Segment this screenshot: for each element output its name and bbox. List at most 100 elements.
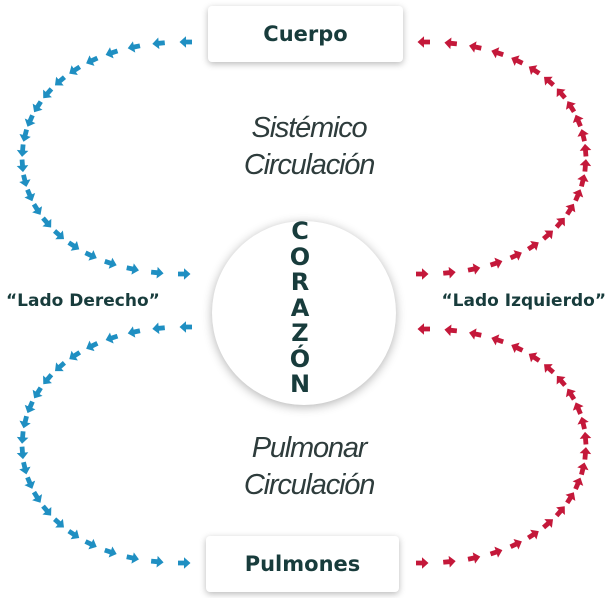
flow-arrow	[104, 546, 117, 558]
flow-arrow	[16, 431, 29, 444]
flow-arrow	[491, 334, 504, 346]
flow-arrow	[24, 114, 36, 127]
flow-arrow	[467, 552, 481, 564]
flow-arrow	[16, 159, 29, 173]
flow-arrow	[53, 517, 64, 528]
flow-arrow	[442, 555, 456, 568]
flow-arrow	[565, 203, 576, 216]
flow-arrow	[572, 477, 584, 491]
flow-arrow	[152, 37, 166, 50]
flow-arrow	[543, 76, 556, 87]
flow-arrow	[19, 461, 31, 475]
heart-letter: N	[289, 370, 311, 398]
flow-arrow	[511, 55, 524, 66]
flow-arrow	[105, 47, 119, 59]
flow-arrow	[417, 36, 431, 48]
systemic-line-1: Sistémico	[251, 112, 368, 144]
flow-arrow	[577, 174, 589, 188]
heart-letter: A	[290, 293, 310, 322]
flow-arrow	[511, 342, 524, 354]
flow-arrow	[179, 36, 193, 48]
flow-arrow	[32, 100, 43, 113]
body-node: Cuerpo	[208, 6, 403, 62]
flow-arrow	[554, 506, 565, 518]
flow-arrow	[579, 143, 592, 157]
heart-letter: R	[290, 268, 310, 296]
flow-arrow	[577, 129, 589, 142]
flow-arrow	[24, 400, 36, 414]
flow-arrow	[469, 328, 482, 340]
flow-arrow	[16, 446, 29, 460]
flow-arrow	[55, 361, 66, 372]
flow-arrow	[86, 340, 99, 352]
flow-arrow	[177, 268, 191, 280]
flow-arrow	[565, 101, 577, 114]
heart-letter: O	[289, 242, 311, 271]
flow-arrow	[43, 87, 54, 99]
flow-arrow	[32, 386, 43, 399]
flow-arrow	[579, 431, 592, 445]
flow-arrow	[541, 230, 554, 241]
flow-arrow	[24, 476, 36, 489]
flow-arrow	[444, 37, 458, 50]
flow-arrow	[489, 257, 503, 269]
flow-arrow	[52, 229, 65, 240]
heart-circle	[212, 221, 396, 405]
flow-arrow	[16, 144, 29, 157]
flow-arrow	[127, 41, 141, 53]
flow-arrow	[572, 189, 584, 202]
systemic-line-2: Circulación	[243, 149, 375, 181]
flow-arrow	[489, 546, 503, 558]
flow-arrow	[19, 415, 31, 429]
systemic-circulation-label: Sistémico Circulación	[189, 110, 429, 184]
flow-arrow	[41, 216, 52, 228]
flow-arrow	[43, 373, 54, 385]
flow-arrow	[41, 504, 52, 516]
pulmonary-circulation-label: Pulmonar Circulación	[189, 430, 429, 504]
flow-arrow	[579, 159, 592, 172]
flow-arrow	[126, 263, 139, 275]
pulmonary-line-2: Circulación	[243, 469, 375, 501]
heart-letter: C	[291, 217, 309, 245]
flow-arrow	[544, 364, 555, 375]
flow-arrow	[417, 323, 431, 335]
left-side-label: “Lado Izquierdo”	[441, 291, 607, 311]
flow-arrow	[444, 324, 458, 337]
flow-arrow	[150, 266, 164, 279]
heart-letter: Ó	[289, 344, 311, 373]
flow-arrow	[565, 388, 577, 401]
flow-arrow	[579, 447, 592, 460]
heart-letter: Z	[291, 319, 309, 347]
flow-arrow	[528, 352, 541, 363]
flow-arrow	[105, 332, 119, 344]
flow-arrow	[442, 266, 456, 279]
flow-arrow	[577, 416, 589, 430]
flow-arrow	[84, 250, 97, 261]
flow-arrow	[150, 555, 164, 568]
flow-arrow	[556, 88, 567, 100]
flow-arrow	[526, 529, 539, 540]
flow-arrow	[19, 128, 31, 142]
flow-arrow	[69, 350, 82, 361]
flow-arrow	[67, 240, 80, 251]
body-node-label: Cuerpo	[263, 22, 348, 46]
flow-arrow	[509, 538, 522, 550]
flow-arrow	[467, 263, 481, 275]
flow-arrow	[415, 268, 429, 280]
flow-arrow	[104, 257, 117, 269]
heart-word: C O R A Z Ó N	[286, 217, 314, 398]
flow-arrow	[469, 41, 482, 53]
flow-arrow	[572, 114, 584, 128]
flow-arrow	[31, 490, 43, 503]
flow-arrow	[509, 250, 522, 261]
flow-arrow	[491, 47, 504, 59]
flow-arrow	[541, 519, 554, 530]
flow-arrow	[24, 188, 36, 202]
flow-arrow	[554, 217, 565, 229]
right-side-label: “Lado Derecho”	[6, 291, 160, 311]
flow-arrow	[577, 462, 589, 476]
flow-arrow	[152, 322, 166, 335]
flow-arrow	[54, 75, 67, 86]
flow-arrow	[415, 557, 429, 569]
flow-arrow	[526, 241, 539, 252]
